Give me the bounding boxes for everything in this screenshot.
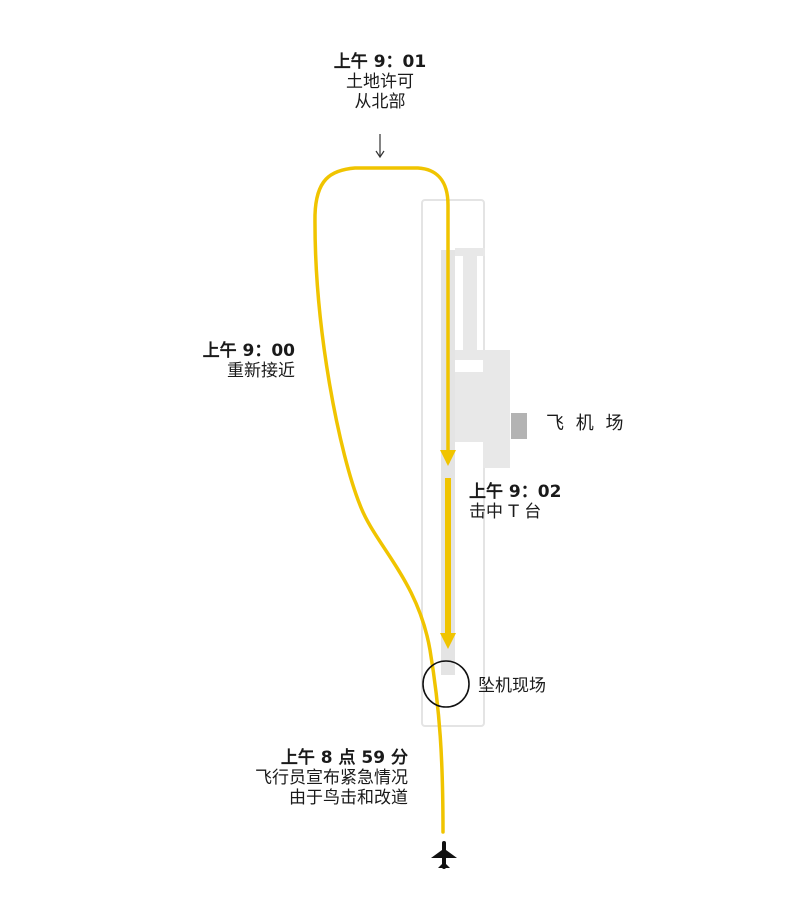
annotation-t-platform: 上午 9：02 击中 T 台 bbox=[469, 482, 619, 522]
arrowhead-icon bbox=[440, 450, 456, 466]
down-arrow-icon bbox=[375, 134, 385, 159]
flight-path bbox=[313, 166, 450, 834]
crash-site-label: 坠机现场 bbox=[478, 676, 546, 696]
annotation-text: 土地许可 bbox=[346, 72, 414, 92]
annotation-time: 上午 8 点 59 分 bbox=[280, 748, 408, 768]
annotation-time: 上午 9：02 bbox=[469, 482, 562, 502]
annotation-text: 飞行员宣布紧急情况 bbox=[255, 768, 408, 788]
annotation-text: 重新接近 bbox=[227, 361, 295, 381]
airplane-icon bbox=[431, 841, 457, 869]
annotation-reapproach: 上午 9：00 重新接近 bbox=[180, 341, 295, 381]
annotation-text: 从北部 bbox=[354, 92, 406, 112]
taxiway-structures bbox=[455, 248, 510, 468]
annotation-emergency: 上午 8 点 59 分 飞行员宣布紧急情况 由于鸟击和改道 bbox=[200, 748, 408, 808]
annotation-time: 上午 9：01 bbox=[333, 52, 427, 72]
crash-site-circle bbox=[422, 660, 470, 708]
annotation-time: 上午 9：00 bbox=[202, 341, 295, 361]
annotation-landing-clearance: 上午 9：01 土地许可 从北部 bbox=[300, 52, 460, 112]
arrowhead-icon bbox=[440, 633, 456, 649]
annotation-text: 击中 T 台 bbox=[469, 502, 542, 522]
airport-label: 飞 机 场 bbox=[546, 413, 627, 434]
annotation-text: 由于鸟击和改道 bbox=[289, 788, 408, 808]
terminal-building bbox=[511, 413, 527, 439]
